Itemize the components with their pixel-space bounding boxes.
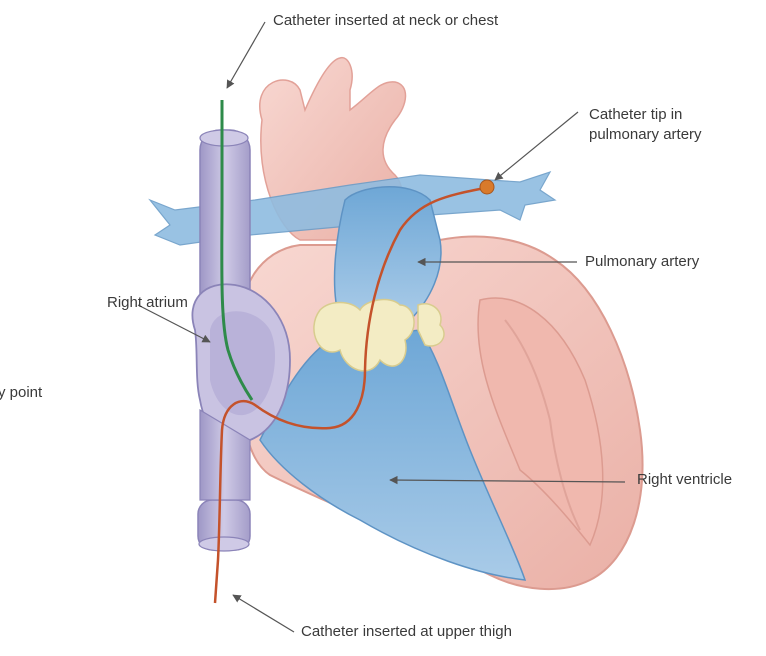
label-catheter-tip-line1: Catheter tip in: [589, 105, 702, 125]
label-catheter-tip-line2: pulmonary artery: [589, 125, 702, 145]
leader-tip: [495, 112, 578, 180]
label-catheter-thigh: Catheter inserted at upper thigh: [301, 622, 512, 642]
label-right-atrium: Right atrium: [107, 293, 188, 313]
label-entry-point: y point: [0, 383, 42, 403]
leader-thigh: [233, 595, 294, 632]
label-catheter-neck: Catheter inserted at neck or chest: [273, 11, 498, 31]
label-right-ventricle: Right ventricle: [637, 470, 732, 490]
label-pulmonary-artery: Pulmonary artery: [585, 252, 699, 272]
catheter-tip-marker: [480, 180, 494, 194]
label-catheter-tip: Catheter tip in pulmonary artery: [589, 105, 702, 145]
leader-neck: [227, 22, 265, 88]
